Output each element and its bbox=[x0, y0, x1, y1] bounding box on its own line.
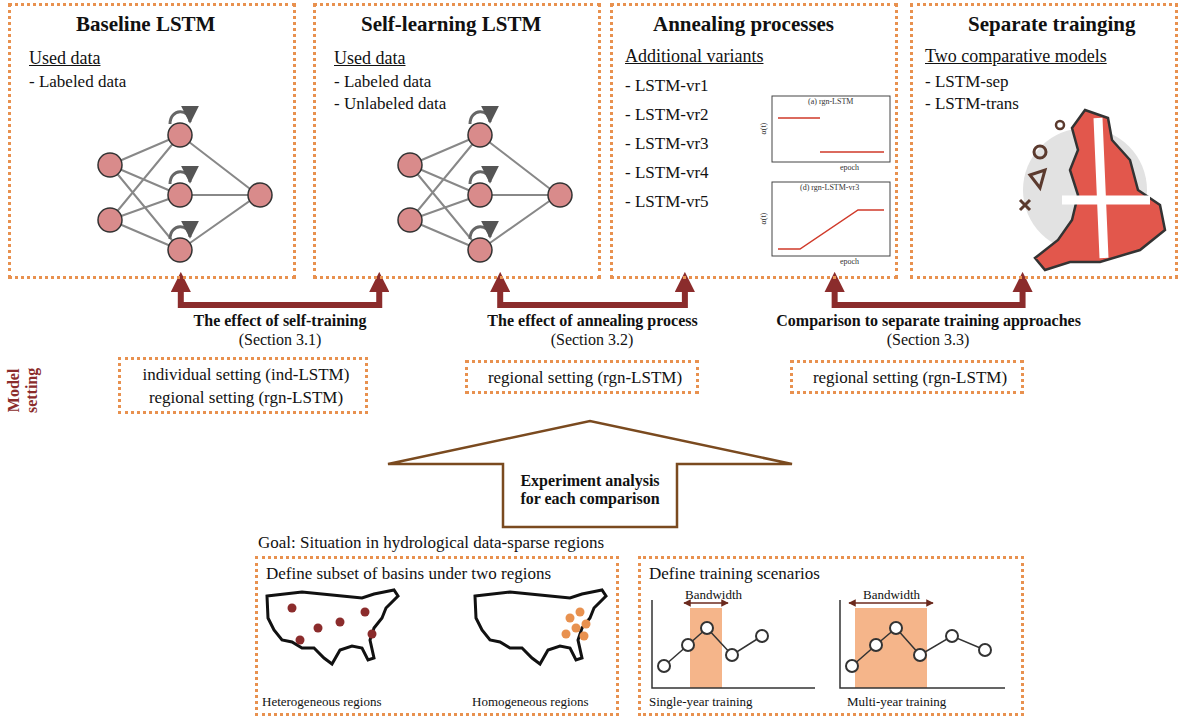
node-text: regional setting (rgn-LSTM) bbox=[149, 388, 343, 408]
node-text: - Labeled data bbox=[334, 72, 431, 92]
node-text: Experiment analysis for each comparison bbox=[510, 472, 670, 509]
note-label: (Section 3.1) bbox=[239, 331, 322, 349]
node-text: - LSTM-vr3 bbox=[625, 134, 709, 154]
node-text: - LSTM-vr4 bbox=[625, 163, 709, 183]
england-icon bbox=[1020, 110, 1165, 270]
edge-label: The effect of annealing process bbox=[487, 312, 697, 330]
node-text: - LSTM-trans bbox=[925, 94, 1019, 114]
process-box: Baseline LSTM Used data - Labeled data bbox=[8, 3, 296, 279]
node-text: Single-year training bbox=[649, 695, 753, 710]
scenario-charts bbox=[652, 600, 1005, 688]
note-label: (Section 3.2) bbox=[551, 331, 634, 349]
node-text: - LSTM-vr1 bbox=[625, 76, 709, 96]
note-label: (a) rgn-LSTM bbox=[808, 97, 853, 106]
note-label: (Section 3.3) bbox=[887, 331, 970, 349]
node-text: Heterogeneous regions bbox=[262, 695, 382, 710]
neural-net bbox=[110, 112, 558, 250]
annealing-plots bbox=[772, 96, 890, 256]
bracket-connector bbox=[181, 280, 379, 305]
axis-label: α(t) bbox=[759, 123, 768, 135]
edge-label: The effect of self-training bbox=[194, 312, 367, 330]
node-text: Define subset of basins under two region… bbox=[266, 564, 551, 584]
process-box: regional setting (rgn-LSTM) bbox=[465, 360, 699, 394]
node-text: regional setting (rgn-LSTM) bbox=[488, 368, 682, 388]
process-box: Self-learning LSTM Used data - Labeled dat… bbox=[313, 3, 601, 279]
node-text: regional setting (rgn-LSTM) bbox=[813, 368, 1007, 388]
us-maps bbox=[267, 590, 606, 664]
node-text: Bandwidth bbox=[863, 588, 920, 603]
node-text: Self-learning LSTM bbox=[361, 12, 541, 36]
neurons bbox=[98, 123, 572, 262]
node-text: Used data bbox=[29, 48, 100, 69]
node-text: Additional variants bbox=[625, 46, 763, 67]
process-box: Annealing processesAdditional variants - … bbox=[610, 3, 898, 279]
note-label: epoch bbox=[840, 257, 859, 266]
process-box: individual setting (ind-LSTM) regional se… bbox=[118, 357, 368, 414]
node-text: - Labeled data bbox=[29, 72, 126, 92]
node-text: Multi-year training bbox=[847, 695, 946, 710]
node-text: - LSTM-sep bbox=[925, 72, 1009, 92]
node-text: Annealing processes bbox=[653, 12, 834, 36]
arrow-shape: Experiment analysis for each comparison bbox=[385, 418, 795, 530]
axis-label: Model setting bbox=[5, 345, 42, 435]
process-box: Define subset of basins under two region… bbox=[255, 556, 619, 716]
bracket-connector bbox=[835, 280, 1023, 305]
note-label: epoch bbox=[840, 163, 859, 172]
node-text: - LSTM-vr5 bbox=[625, 192, 709, 212]
bracket-connector bbox=[500, 280, 685, 305]
process-box: regional setting (rgn-LSTM) bbox=[790, 360, 1024, 394]
process-box: Define training scenariosBandwidth Bandwi… bbox=[638, 556, 1024, 716]
note-label: Goal: Situation in hydrological data-spa… bbox=[258, 533, 604, 553]
node-text: Separate trainging bbox=[968, 12, 1135, 36]
node-text: Used data bbox=[334, 48, 405, 69]
process-box: Separate traingingTwo comparative models… bbox=[910, 3, 1178, 279]
node-text: Homogeneous regions bbox=[472, 695, 589, 710]
edge-label: Comparison to separate training approach… bbox=[776, 312, 1081, 330]
node-text: Bandwidth bbox=[685, 588, 742, 603]
node-text: Baseline LSTM bbox=[76, 12, 215, 36]
node-text: individual setting (ind-LSTM) bbox=[143, 365, 350, 385]
node-text: Two comparative models bbox=[925, 46, 1107, 67]
note-label: (d) rgn-LSTM-vr3 bbox=[800, 183, 859, 192]
axis-label: α(t) bbox=[759, 213, 768, 225]
node-text: - Unlabeled data bbox=[334, 94, 446, 114]
node-text: Define training scenarios bbox=[649, 564, 820, 584]
node-text: - LSTM-vr2 bbox=[625, 105, 709, 125]
